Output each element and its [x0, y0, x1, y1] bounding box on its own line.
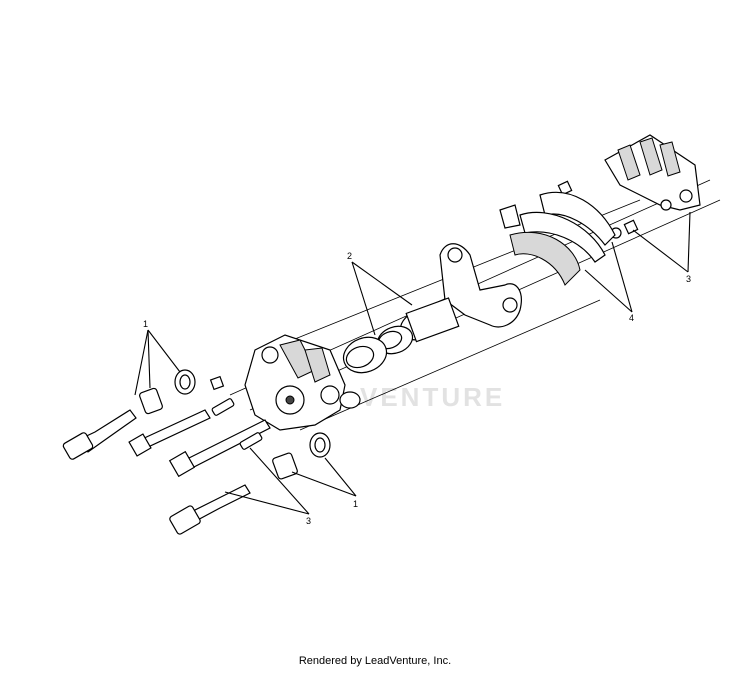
callout-2: 2: [347, 251, 352, 261]
bolts: [62, 409, 271, 535]
piston-and-seals: [342, 297, 460, 374]
leader-lines: [134, 211, 691, 515]
render-credit: Rendered by LeadVenture, Inc.: [298, 655, 452, 667]
callout-4: 4: [629, 313, 634, 323]
caliper-bracket: [604, 134, 701, 211]
callout-3-bottom: 3: [306, 516, 311, 526]
caliper-body: [244, 334, 361, 431]
callout-3-right: 3: [686, 274, 691, 284]
watermark-text: VENTURE: [360, 382, 505, 412]
mounting-plate: [439, 243, 522, 328]
bushings-and-washers: [139, 369, 331, 480]
bleeder-screws: [211, 398, 263, 450]
callout-1-bottom: 1: [353, 499, 358, 509]
brake-pads: [499, 191, 616, 286]
callout-1-top: 1: [143, 319, 148, 329]
